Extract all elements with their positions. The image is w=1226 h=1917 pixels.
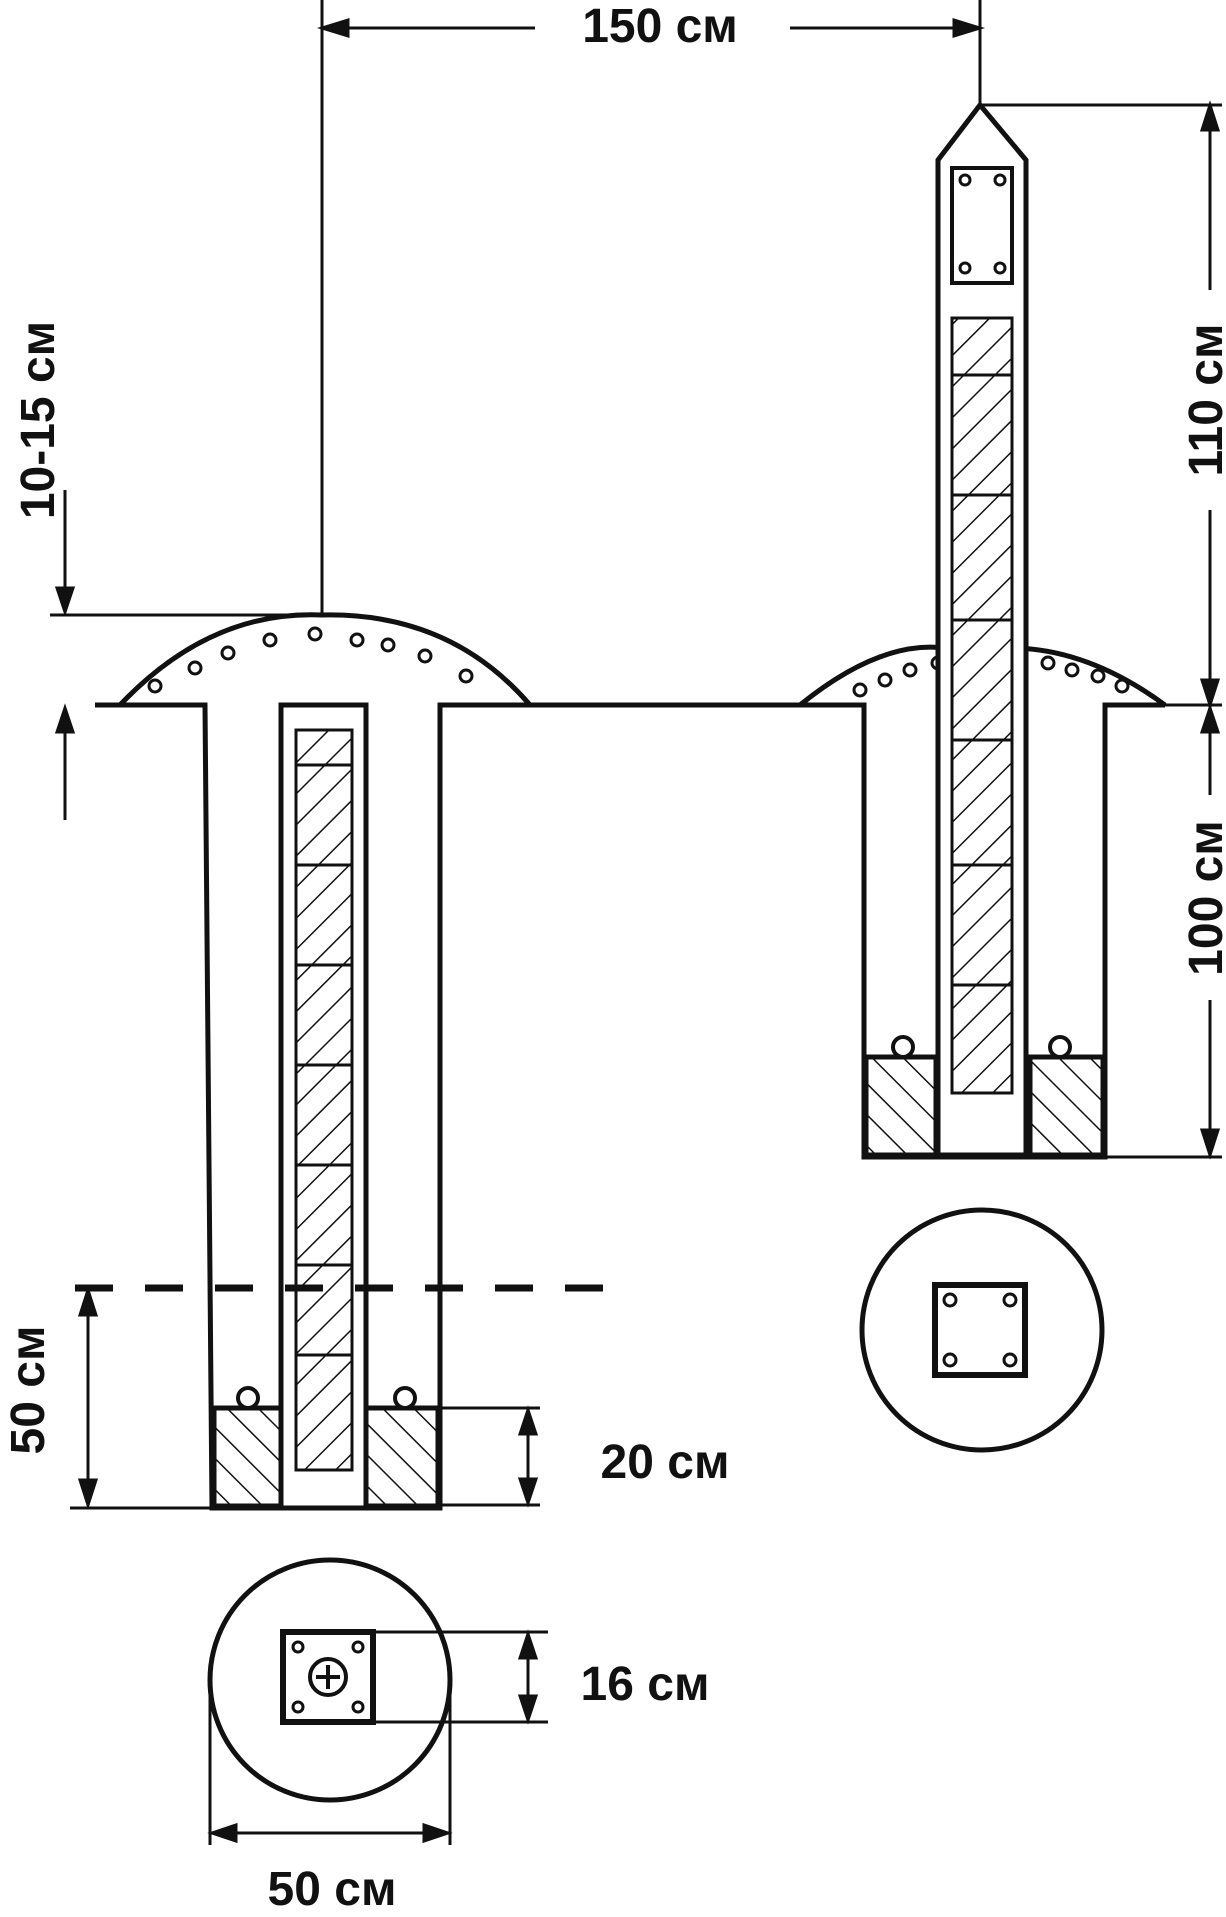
left-post-assembly (75, 612, 620, 1803)
left-base-block-right (363, 1405, 441, 1509)
right-base-block-right (1027, 1054, 1106, 1158)
left-base-block-left (211, 1405, 287, 1509)
left-post-hatch (294, 728, 354, 1472)
label-pit-diameter: 50 см (268, 1863, 397, 1916)
right-post-ties (952, 373, 1012, 987)
right-post-assembly (530, 100, 1167, 1453)
right-mound (798, 644, 1167, 708)
label-post-below-ground: 100 см (1180, 820, 1226, 976)
left-post-ties (296, 763, 352, 1357)
dimension-lines (50, 0, 1222, 1845)
label-base-height: 20 см (601, 1436, 730, 1489)
right-post-hatch (950, 316, 1014, 1095)
label-pit-depth: 50 см (2, 1326, 55, 1455)
label-post-above-ground: 110 см (1180, 324, 1226, 477)
label-spacing: 150 см (582, 0, 738, 53)
left-mound-rebar (147, 626, 474, 694)
label-mound-height: 10-15 см (12, 321, 65, 519)
right-base-block-left (863, 1054, 939, 1158)
label-post-width: 16 см (581, 1658, 710, 1711)
